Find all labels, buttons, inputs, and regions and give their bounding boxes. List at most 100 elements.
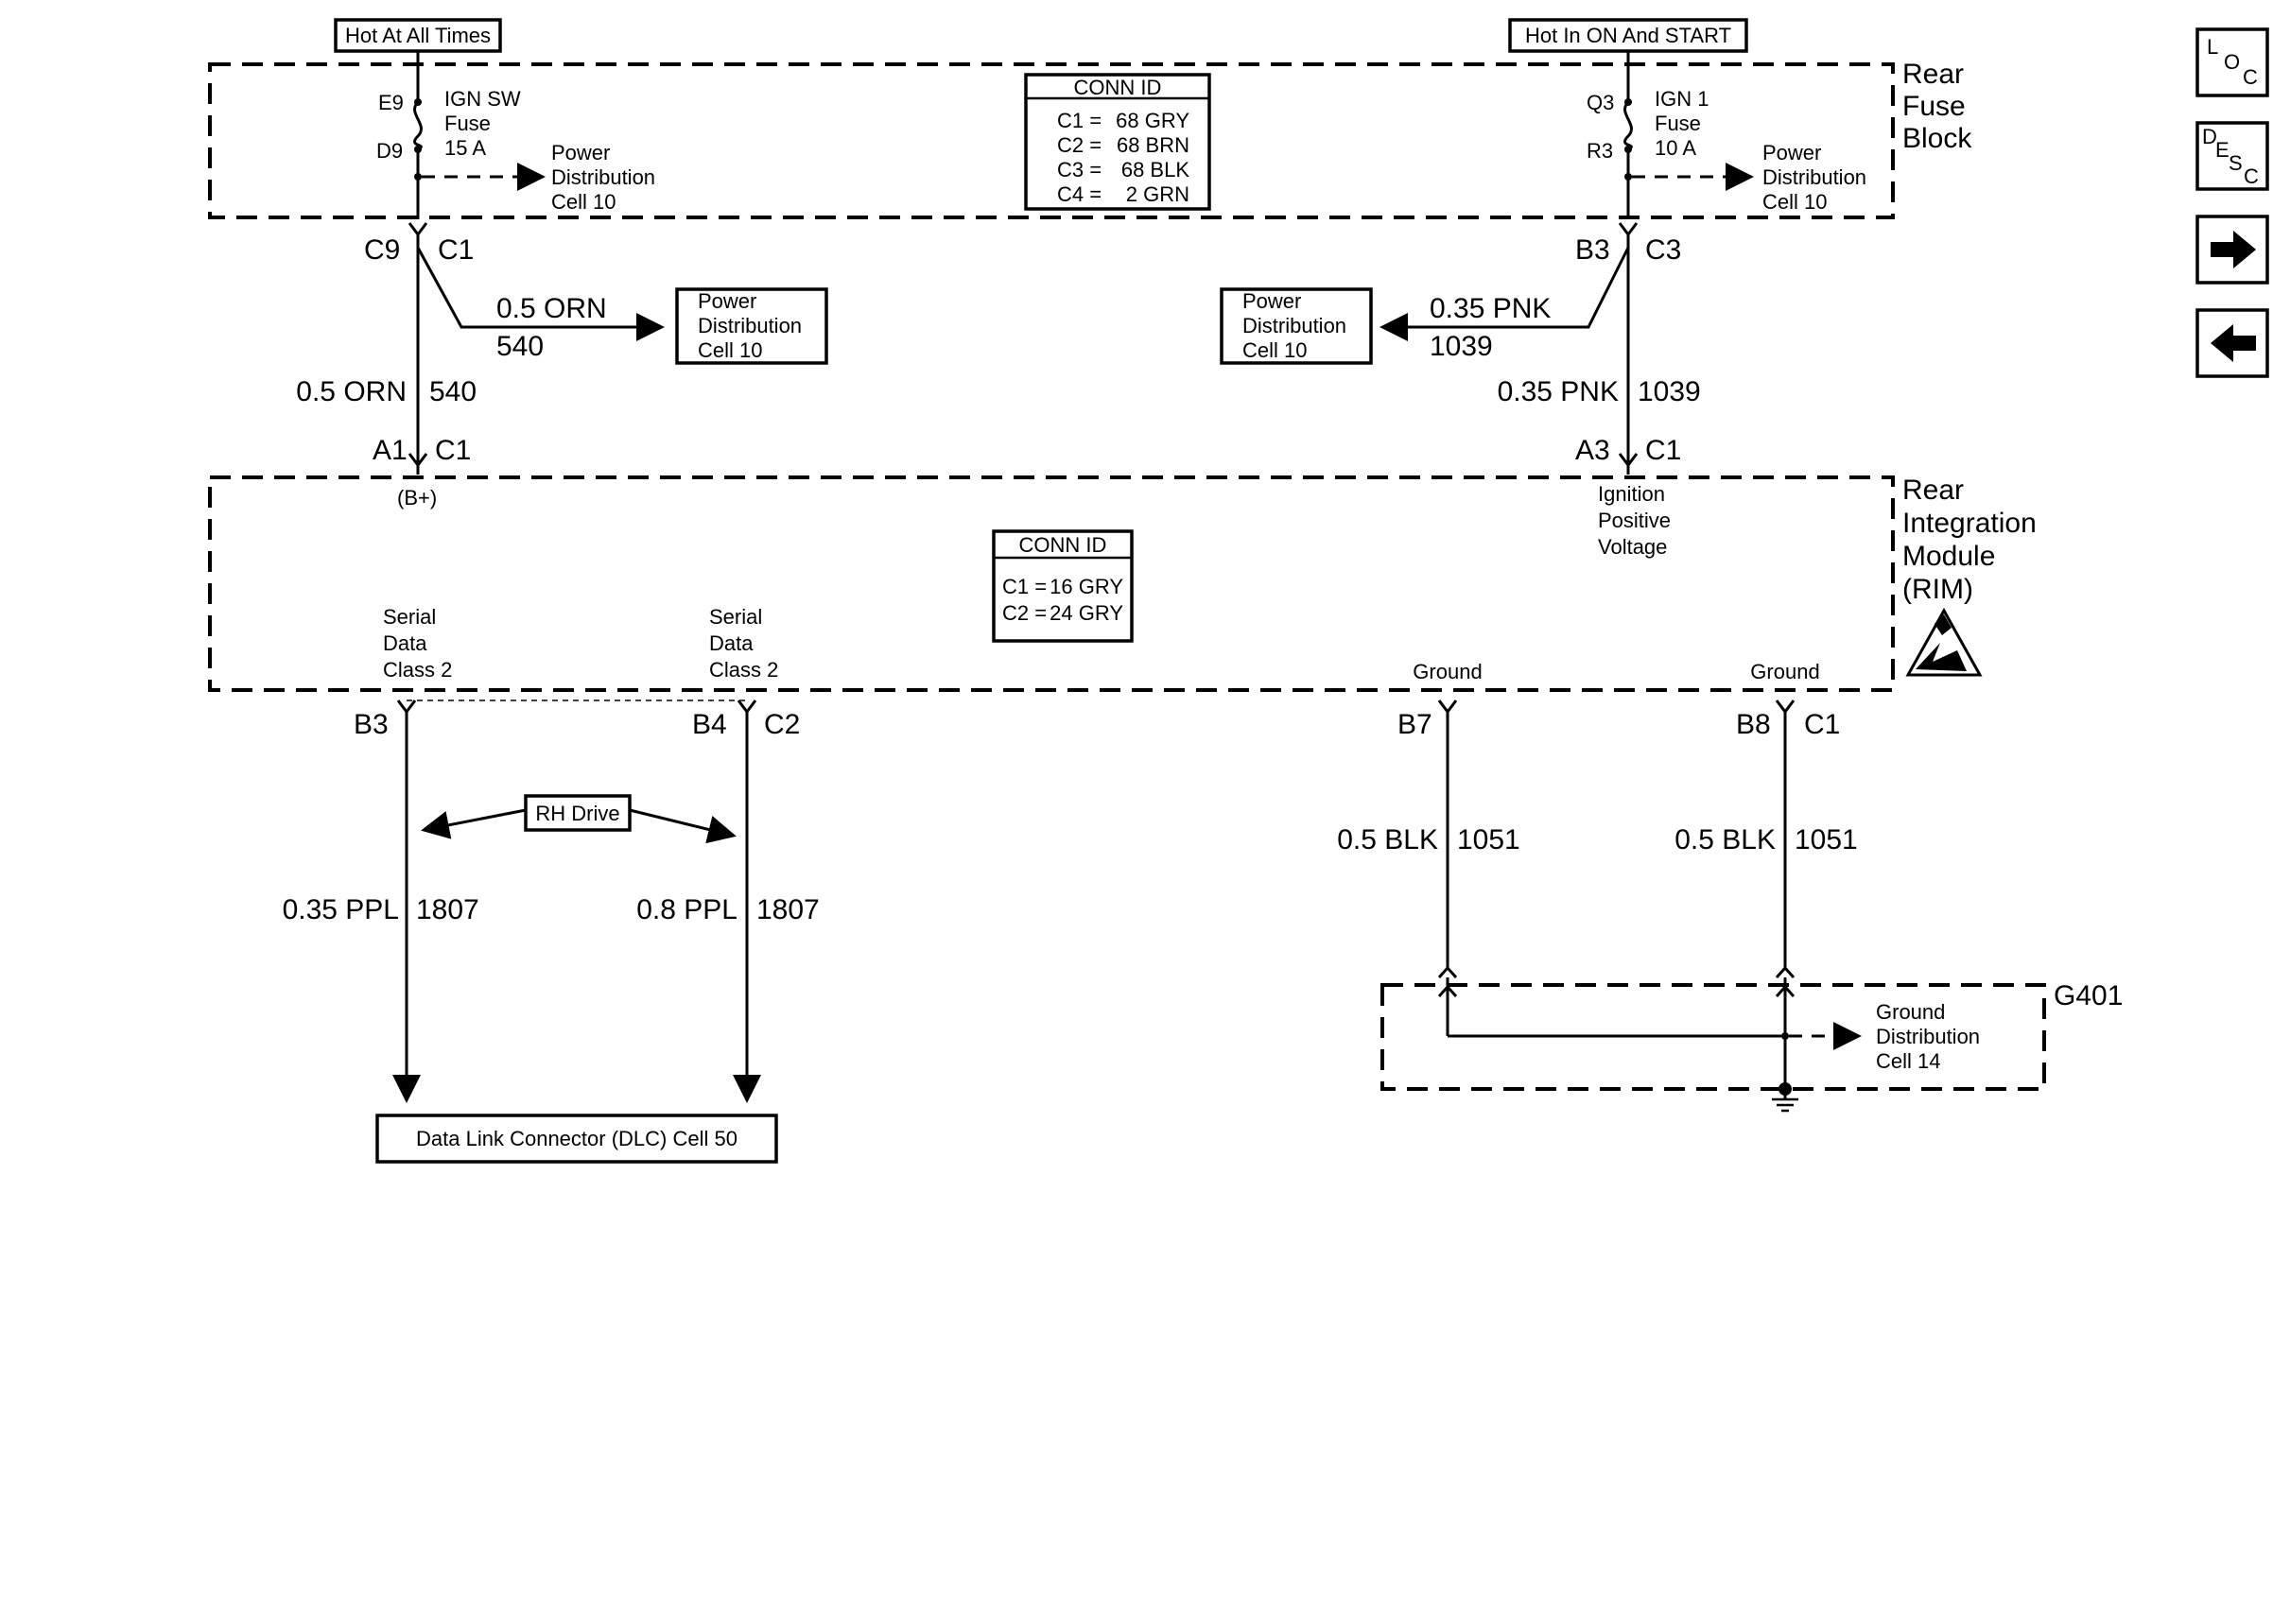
svg-text:S: S <box>2229 151 2243 175</box>
circuit-number-1807-b: 1807 <box>756 894 820 925</box>
svg-text:68 BRN: 68 BRN <box>1117 133 1189 157</box>
svg-text:C: C <box>2243 65 2258 89</box>
ground-distribution-label[interactable]: Ground Distribution Cell 14 <box>1876 1000 1980 1073</box>
svg-text:Cell 10: Cell 10 <box>1242 338 1307 362</box>
power-distribution-box-left[interactable]: Power Distribution Cell 10 <box>675 287 828 365</box>
esd-warning-icon <box>1905 607 1983 677</box>
svg-text:Positive: Positive <box>1598 509 1671 532</box>
svg-text:2 GRN: 2 GRN <box>1126 182 1189 206</box>
svg-text:24 GRY: 24 GRY <box>1050 601 1123 625</box>
circuit-number-1807-a: 1807 <box>416 894 479 925</box>
svg-text:C: C <box>2244 164 2259 188</box>
svg-text:Voltage: Voltage <box>1598 535 1667 559</box>
ign-sw-fuse: E9 D9 IGN SW Fuse 15 A <box>376 64 521 219</box>
svg-text:Integration: Integration <box>1902 508 2037 539</box>
svg-text:Power: Power <box>1762 141 1821 164</box>
wire-size-1051-b: 0.5 BLK <box>1674 824 1776 855</box>
svg-text:C4 =: C4 = <box>1057 182 1102 206</box>
serial-data-label-2: Serial Data Class 2 <box>709 605 778 682</box>
svg-text:Data: Data <box>383 631 427 655</box>
svg-text:IGN SW: IGN SW <box>444 87 521 111</box>
svg-text:Cell 10: Cell 10 <box>551 190 616 214</box>
svg-text:C3: C3 <box>1645 234 1681 266</box>
svg-text:Rear: Rear <box>1902 59 1964 90</box>
svg-text:Class 2: Class 2 <box>383 658 452 682</box>
rim-title: Rear Integration Module (RIM) <box>1902 475 2037 605</box>
svg-text:G401: G401 <box>2054 980 2123 1011</box>
wire-1039-branch <box>1379 247 1630 341</box>
svg-text:Block: Block <box>1902 123 1972 154</box>
connector-b4-serial: B4 C2 <box>692 700 800 740</box>
svg-text:C2: C2 <box>764 709 800 740</box>
svg-text:D: D <box>2202 125 2217 148</box>
previous-page-button[interactable] <box>2195 308 2269 378</box>
wire-size-540: 0.5 ORN <box>296 376 407 407</box>
ground-label-2: Ground <box>1750 660 1819 683</box>
circuit-number-1051-b: 1051 <box>1795 824 1858 855</box>
svg-text:Hot In ON And START: Hot In ON And START <box>1525 24 1731 47</box>
svg-text:Distribution: Distribution <box>551 165 655 189</box>
svg-text:O: O <box>2224 50 2240 74</box>
svg-text:Fuse: Fuse <box>1902 91 1966 122</box>
wire-size-1039: 0.35 PNK <box>1498 376 1619 407</box>
svg-text:16 GRY: 16 GRY <box>1050 575 1123 598</box>
svg-text:Ignition: Ignition <box>1598 482 1665 506</box>
svg-text:10 A: 10 A <box>1655 136 1696 160</box>
ground-g401: G401 <box>1380 965 2123 1113</box>
svg-text:A1: A1 <box>373 435 408 466</box>
next-page-button[interactable] <box>2195 215 2269 285</box>
svg-text:C1: C1 <box>435 435 471 466</box>
svg-text:Distribution: Distribution <box>1876 1025 1980 1048</box>
svg-text:Cell 14: Cell 14 <box>1876 1049 1940 1073</box>
svg-text:C1 =: C1 = <box>1057 109 1102 132</box>
branch-wire-size-left: 0.5 ORN <box>496 293 607 324</box>
svg-text:Serial: Serial <box>709 605 762 629</box>
power-distribution-box-right[interactable]: Power Distribution Cell 10 <box>1220 287 1373 365</box>
rear-fuse-block-outline <box>208 62 1895 219</box>
svg-text:Q3: Q3 <box>1587 91 1614 114</box>
svg-text:IGN 1: IGN 1 <box>1655 87 1709 111</box>
svg-text:Hot At All Times: Hot At All Times <box>345 24 491 47</box>
svg-text:Fuse: Fuse <box>1655 112 1701 135</box>
svg-text:C2 =: C2 = <box>1002 601 1047 625</box>
svg-text:Power: Power <box>1242 289 1301 313</box>
svg-text:C1: C1 <box>1804 709 1840 740</box>
svg-text:Power: Power <box>698 289 756 313</box>
svg-text:Distribution: Distribution <box>1762 165 1866 189</box>
svg-text:(B+): (B+) <box>397 486 437 510</box>
desc-button[interactable]: D E S C <box>2195 121 2269 191</box>
svg-text:B3: B3 <box>1575 234 1610 266</box>
svg-text:C1: C1 <box>438 234 474 266</box>
svg-text:D9: D9 <box>376 139 403 163</box>
connector-a1-rim: A1 C1 (B+) <box>373 435 471 510</box>
svg-text:Cell 10: Cell 10 <box>698 338 762 362</box>
branch-circuit-right: 1039 <box>1430 331 1493 362</box>
circuit-number-1051-a: 1051 <box>1457 824 1520 855</box>
svg-text:15 A: 15 A <box>444 136 486 160</box>
ground-label-1: Ground <box>1413 660 1482 683</box>
svg-text:C9: C9 <box>364 234 400 266</box>
rh-drive-note: RH Drive <box>421 794 737 844</box>
loc-button[interactable]: L O C <box>2195 27 2269 97</box>
svg-text:B3: B3 <box>354 709 389 740</box>
svg-text:C1 =: C1 = <box>1002 575 1047 598</box>
wire-size-1807-b: 0.8 PPL <box>636 894 737 925</box>
svg-text:A3: A3 <box>1575 435 1610 466</box>
right-arrow-icon <box>2211 231 2256 268</box>
connector-c9-left: C9 C1 <box>364 222 474 266</box>
power-distribution-label-right[interactable]: Power Distribution Cell 10 <box>1762 141 1866 214</box>
dlc-box[interactable]: Data Link Connector (DLC) Cell 50 <box>375 1114 778 1164</box>
svg-text:Module: Module <box>1902 541 1995 572</box>
svg-text:Data Link Connector (DLC) Cell: Data Link Connector (DLC) Cell 50 <box>416 1127 737 1150</box>
connector-b8-ground: B8 C1 <box>1736 700 1840 740</box>
svg-text:(RIM): (RIM) <box>1902 574 1973 605</box>
svg-text:B4: B4 <box>692 709 727 740</box>
svg-text:C3 =: C3 = <box>1057 158 1102 181</box>
ign-1-fuse: Q3 R3 IGN 1 Fuse 10 A <box>1587 64 1709 219</box>
circuit-number-1039: 1039 <box>1638 376 1701 407</box>
power-distribution-label-left[interactable]: Power Distribution Cell 10 <box>551 141 655 214</box>
svg-text:L: L <box>2207 35 2218 59</box>
svg-text:E9: E9 <box>378 91 404 114</box>
svg-text:CONN ID: CONN ID <box>1019 533 1107 557</box>
